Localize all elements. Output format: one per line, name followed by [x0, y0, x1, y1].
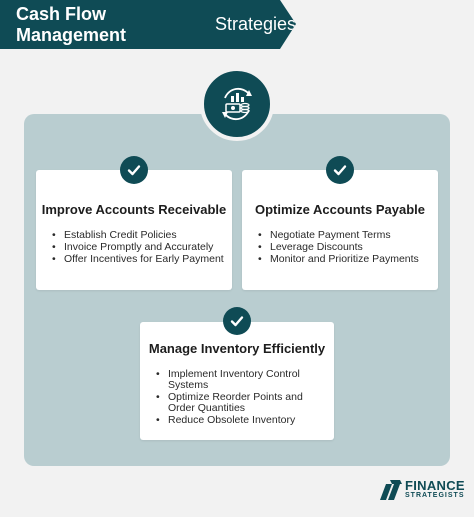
list-item: Reduce Obsolete Inventory: [156, 415, 326, 427]
finance-strategists-logo: FINANCE STRATEGISTS: [380, 478, 465, 500]
card-title: Improve Accounts Receivable: [41, 202, 227, 217]
card-title: Manage Inventory Efficiently: [148, 341, 326, 356]
title-bold: Cash Flow Management: [16, 3, 127, 45]
card-list: Implement Inventory Control Systems Opti…: [140, 369, 334, 427]
logo-line1: FINANCE: [405, 478, 465, 493]
card-accounts-receivable: Improve Accounts Receivable Establish Cr…: [36, 170, 232, 290]
list-item: Establish Credit Policies: [52, 230, 232, 242]
card-inventory: Manage Inventory Efficiently Implement I…: [140, 322, 334, 440]
list-item: Implement Inventory Control Systems: [156, 369, 326, 391]
card-accounts-payable: Optimize Accounts Payable Negotiate Paym…: [242, 170, 438, 290]
list-item: Invoice Promptly and Accurately: [52, 242, 232, 254]
title-light: Strategies: [214, 14, 296, 34]
check-icon: [326, 156, 354, 184]
card-title: Optimize Accounts Payable: [254, 202, 425, 217]
list-item: Monitor and Prioritize Payments: [258, 254, 438, 266]
card-list: Negotiate Payment Terms Leverage Discoun…: [242, 230, 438, 266]
card-list: Establish Credit Policies Invoice Prompt…: [36, 230, 232, 266]
logo-mark-icon: [380, 480, 402, 500]
title-banner: Cash Flow Management Strategies: [0, 0, 296, 49]
check-icon: [223, 307, 251, 335]
list-item: Negotiate Payment Terms: [258, 230, 438, 242]
list-item: Leverage Discounts: [258, 242, 438, 254]
check-icon: [120, 156, 148, 184]
list-item: Offer Incentives for Early Payment: [52, 254, 232, 266]
logo-line2: STRATEGISTS: [405, 492, 465, 499]
cash-flow-cycle-icon: [200, 67, 274, 141]
list-item: Optimize Reorder Points and Order Quanti…: [156, 392, 326, 414]
